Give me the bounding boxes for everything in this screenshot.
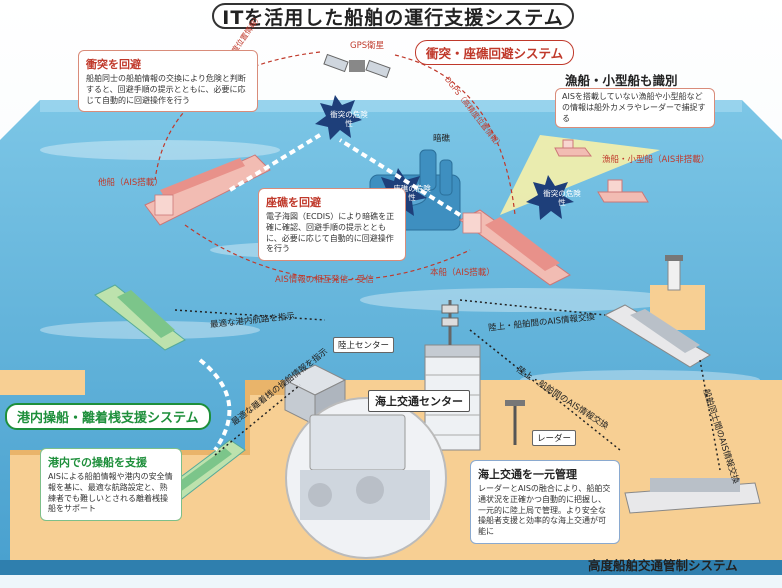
small-boat-1 — [554, 139, 592, 157]
avoid-grounding-box: 座礁を回避 電子海図（ECDIS）により暗礁を正確に確認、回避手順の提示とともに… — [258, 188, 406, 262]
container-ship-bottom — [624, 478, 761, 514]
fishing-system-label: 漁船・小型船も識別 — [565, 73, 678, 88]
danger-collision-label: 衝突の危険性 — [330, 110, 368, 128]
operator-scene — [285, 397, 447, 559]
port-system-label: 港内操船・離着桟支援システム — [5, 403, 211, 430]
container-ship-right — [603, 304, 711, 368]
gps-label: GPS衛星 — [350, 41, 385, 51]
ais-exchange-label: AIS情報の相互発信・受信 — [275, 275, 374, 285]
unified-body: レーダーとAISの融合により、船舶交通状況を正確かつ自動的に把握し、一元的に陸上… — [478, 484, 611, 537]
collision-system-label: 衝突・座礁回避システム — [415, 40, 575, 65]
avoid-grounding-body: 電子海図（ECDIS）により暗礁を正確に確認、回避手順の提示とともに、必要に応じ… — [266, 212, 395, 254]
avoid-collision-title: 衝突を回避 — [86, 58, 141, 71]
danger-fishing-label: 衝突の危険性 — [543, 189, 581, 207]
radar-tower — [505, 400, 525, 445]
danger-star-3 — [526, 175, 574, 220]
ais-exchange-arc — [184, 224, 471, 281]
page-title: ITを活用した船舶の運行支援システム — [212, 3, 574, 29]
lighthouse — [665, 255, 683, 291]
danger-star-1 — [315, 95, 362, 140]
dgps-arc-right — [394, 54, 516, 216]
unified-box: 海上交通を一元管理 レーダーとAISの融合により、船舶交通状況を正確かつ自動的に… — [470, 460, 620, 544]
danger-reef-label: 座礁の危険性 — [393, 184, 431, 202]
avoid-collision-body: 船舶同士の船舶情報の交換により危険と判断すると、回避手順の提示とともに、必要に応… — [86, 74, 246, 105]
antenna-tower — [441, 300, 459, 345]
other-ship-label: 他船（AIS搭載） — [98, 178, 163, 188]
port-support-box: 港内での操船を支援 AISによる船舶情報や港内の安全情報を基に、最適な航路設定と… — [40, 448, 182, 522]
small-boat-2 — [597, 179, 649, 203]
avoid-collision-box: 衝突を回避 船舶同士の船舶情報の交換により危険と判断すると、回避手順の提示ととも… — [78, 50, 258, 113]
avoid-grounding-title: 座礁を回避 — [266, 196, 321, 209]
vts-system-label: 高度船舶交通管制システム — [588, 558, 738, 573]
port-support-title: 港内での操船を支援 — [48, 456, 147, 469]
gps-satellite-icon — [323, 53, 391, 79]
radar-tag: レーダー — [532, 430, 577, 446]
own-ship-label: 本船（AIS搭載） — [430, 268, 495, 278]
port-support-body: AISによる船舶情報や港内の安全情報を基に、最適な航路設定と、熟練者でも難しいと… — [48, 472, 173, 514]
own-ship — [459, 209, 571, 286]
fishing-detect-box: AISを搭載していない漁船や小型船などの情報は船外カメラやレーダーで捕捉する — [555, 88, 715, 129]
fishing-detect-body: AISを搭載していない漁船や小型船などの情報は船外カメラやレーダーで捕捉する — [562, 92, 706, 123]
small-boats-label: 漁船・小型船（AIS非搭載） — [602, 155, 710, 165]
unified-title: 海上交通を一元管理 — [478, 468, 577, 481]
other-ship — [144, 154, 271, 226]
vts-center-tag: 海上交通センター — [368, 390, 470, 412]
reef-label: 暗礁 — [433, 134, 451, 144]
dgps-arc-left — [154, 51, 321, 181]
green-ship-1 — [94, 284, 186, 351]
land-center-tag: 陸上センター — [333, 337, 395, 353]
